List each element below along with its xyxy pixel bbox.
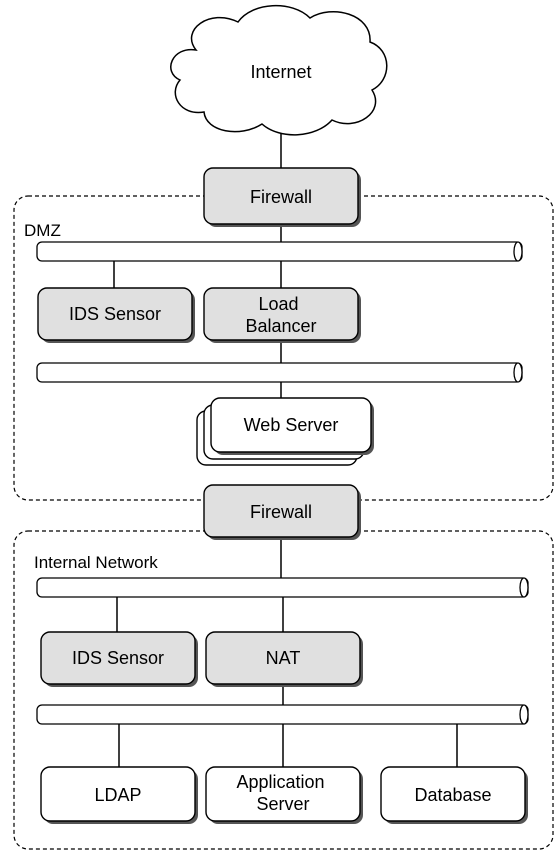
cloud-icon [170, 5, 388, 136]
load-balancer-line1: Load [258, 294, 298, 314]
ids-sensor-dmz-label: IDS Sensor [69, 304, 161, 324]
firewall-mid-label: Firewall [250, 502, 312, 522]
firewall-mid-node: Firewall [203, 484, 361, 540]
ids-sensor-dmz-node: IDS Sensor [37, 287, 195, 343]
bus-internal-upper [36, 577, 529, 598]
database-node: Database [380, 766, 528, 824]
load-balancer-node: Load Balancer [203, 287, 361, 343]
application-server-label: Application Server [236, 772, 329, 814]
dmz-zone-label: DMZ [24, 221, 61, 240]
bus-internal-lower [36, 704, 529, 725]
internal-zone-label: Internal Network [34, 553, 158, 572]
ids-sensor-internal-node: IDS Sensor [40, 631, 198, 687]
web-server-stack: Web Server [196, 397, 374, 466]
firewall-top-node: Firewall [203, 167, 361, 227]
ldap-node: LDAP [40, 766, 198, 824]
load-balancer-line2: Balancer [245, 316, 316, 336]
web-server-label: Web Server [244, 415, 339, 435]
nat-node: NAT [205, 631, 363, 687]
internet-cloud: Internet [170, 5, 388, 136]
bus-dmz-upper [36, 241, 523, 262]
ids-sensor-internal-label: IDS Sensor [72, 648, 164, 668]
database-label: Database [414, 785, 491, 805]
firewall-top-label: Firewall [250, 187, 312, 207]
load-balancer-label: Load Balancer [245, 294, 316, 336]
bus-dmz-lower [36, 362, 523, 383]
nat-label: NAT [266, 648, 301, 668]
application-server-node: Application Server [205, 766, 363, 824]
internet-label: Internet [250, 62, 311, 82]
connectors [113, 130, 458, 767]
ldap-label: LDAP [94, 785, 141, 805]
application-server-line1: Application [236, 772, 324, 792]
application-server-line2: Server [256, 794, 309, 814]
